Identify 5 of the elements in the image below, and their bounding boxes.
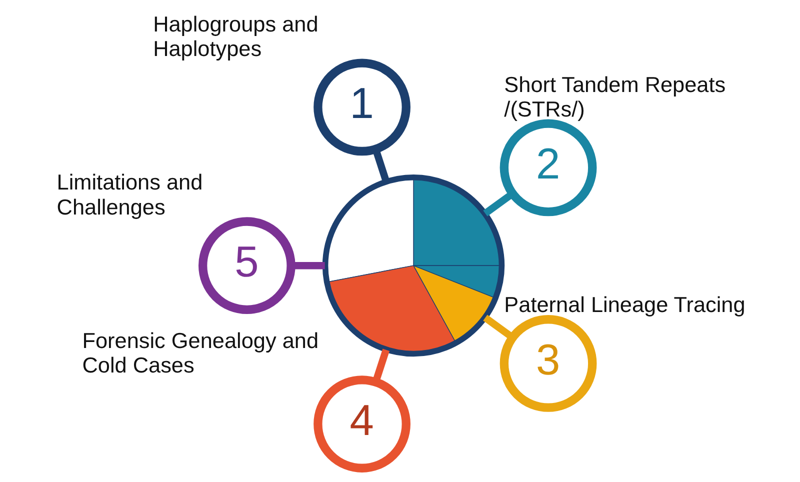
node-label: Paternal Lineage Tracing — [504, 292, 745, 318]
node-label: Forensic Genealogy and Cold Cases — [82, 328, 318, 378]
node-label: Short Tandem Repeats /(STRs/) — [504, 72, 726, 122]
node-label: Limitations and Challenges — [56, 170, 202, 220]
node-label: Haplogroups and Haplotypes — [152, 11, 318, 61]
